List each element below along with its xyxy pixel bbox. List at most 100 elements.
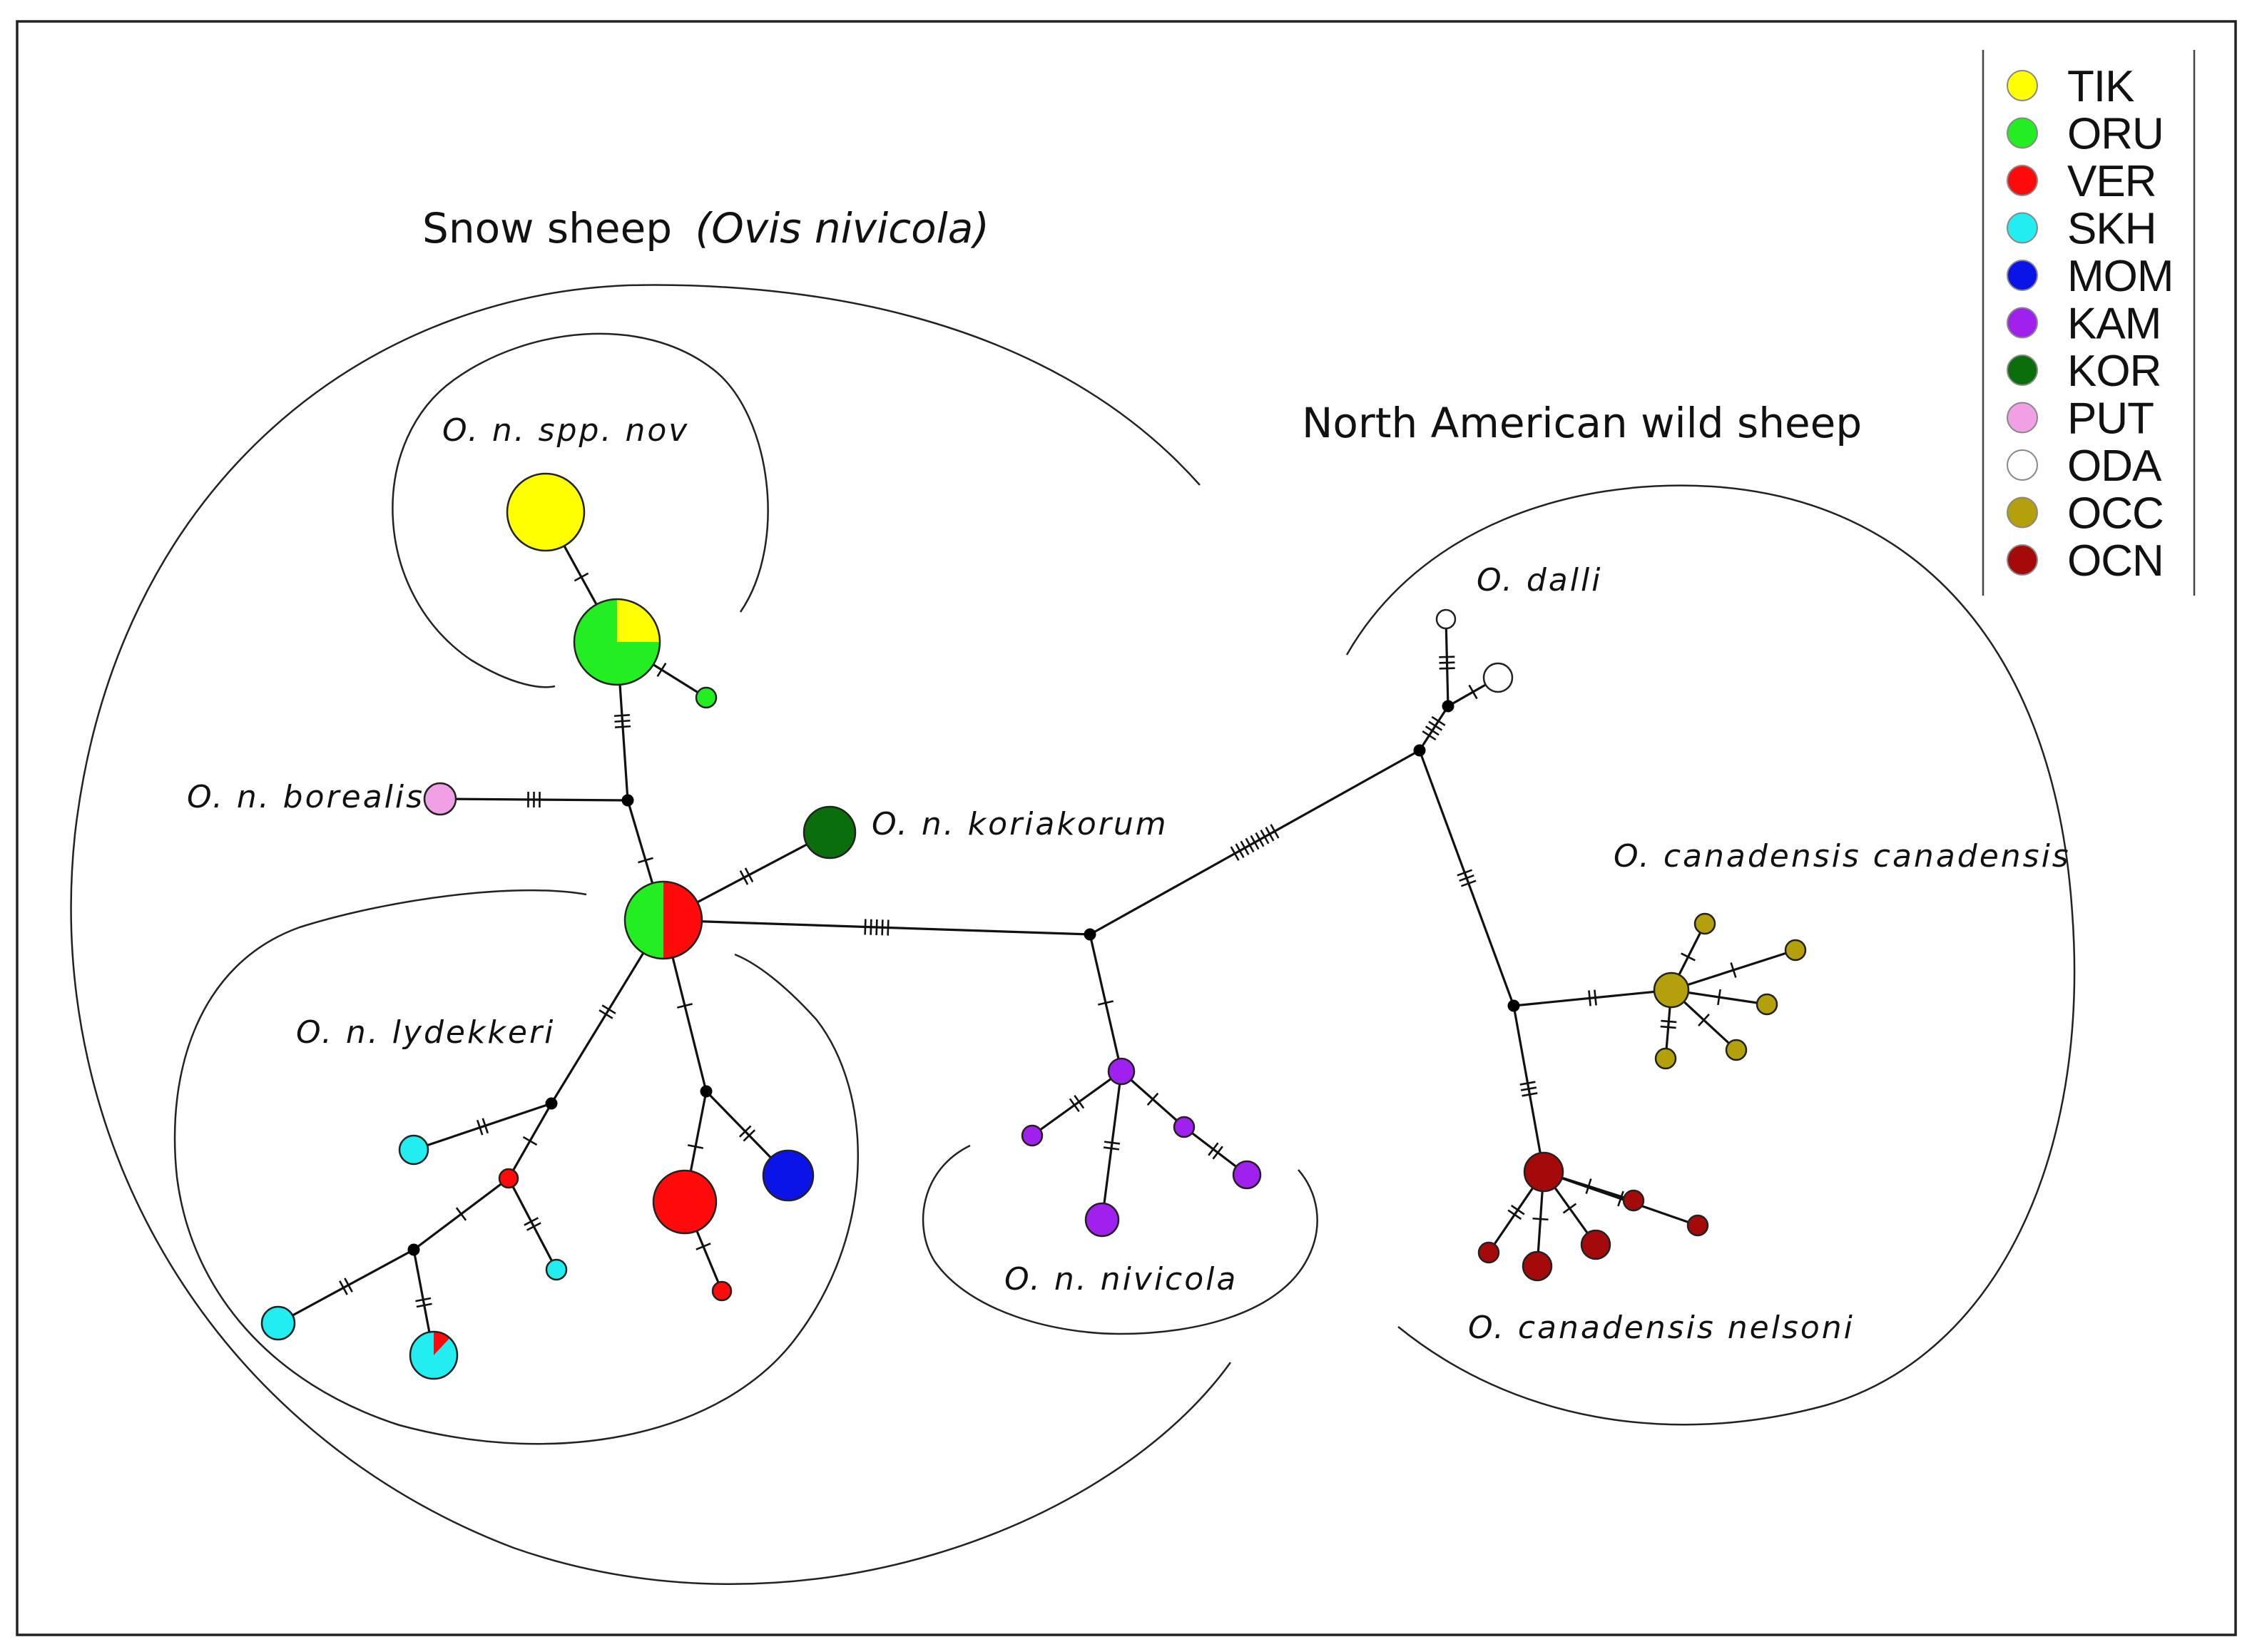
haplotype-node — [1653, 972, 1690, 1009]
legend-label-kor: KOR — [2067, 347, 2161, 396]
nivicola-outline — [922, 1144, 1318, 1335]
median-vector-node — [1507, 999, 1520, 1012]
haplotype-occ — [1784, 939, 1807, 962]
network-nodes — [260, 472, 1807, 1380]
haplotype-node — [1622, 1189, 1645, 1212]
mutation-tick — [455, 1207, 467, 1221]
mutation-tick — [1468, 684, 1478, 700]
mutation-tick — [1069, 1098, 1080, 1113]
haplotype-node — [398, 1134, 429, 1166]
haplotype-oda — [1435, 608, 1457, 630]
label-dalli: O. dalli — [1477, 562, 1602, 598]
figure-frame — [16, 20, 2237, 1636]
mutation-tick — [339, 1280, 348, 1295]
mutation-tick — [638, 857, 653, 864]
network-edge — [1101, 1071, 1123, 1220]
legend-swatch-oda — [2007, 449, 2038, 481]
haplotype-node — [1784, 939, 1807, 962]
group-outlines — [70, 284, 2076, 1586]
haplotype-node — [1725, 1039, 1748, 1061]
mutation-tick — [1212, 1146, 1223, 1160]
mutation-tick — [1431, 715, 1446, 726]
haplotype-ocn — [1622, 1189, 1645, 1212]
mutation-tick — [1146, 1092, 1159, 1106]
pie-slice-skh — [409, 1332, 457, 1380]
haplotype-node — [1482, 662, 1514, 693]
median-vector-node — [1442, 700, 1454, 713]
haplotype-kam — [1107, 1057, 1136, 1086]
haplotype-node — [1654, 1047, 1677, 1070]
mutation-tick — [1460, 879, 1477, 887]
mutation-tick — [744, 867, 754, 882]
mutation-tick — [743, 1129, 756, 1142]
legend-swatch-kor — [2007, 355, 2038, 386]
legend-swatch-kam — [2007, 307, 2038, 339]
snow-sheep-common-name: Snow sheep — [422, 204, 672, 253]
haplotype-node — [623, 880, 703, 960]
network-edge — [413, 1102, 552, 1151]
median-vector-node — [621, 794, 634, 807]
haplotype-node — [409, 1330, 459, 1380]
legend-label-kam: KAM — [2067, 300, 2161, 349]
haplotype-occ — [1725, 1039, 1748, 1061]
network-edge — [1418, 705, 1449, 751]
mutation-tick — [738, 1125, 752, 1138]
haplotype-ver — [652, 1169, 718, 1235]
network-edge — [507, 1178, 558, 1270]
legend-swatch-ocn — [2007, 544, 2038, 576]
haplotype-ocn — [1686, 1214, 1709, 1237]
legend-label-occ: OCC — [2067, 489, 2164, 539]
mutation-tick — [1459, 874, 1474, 882]
haplotype-node — [1686, 1214, 1709, 1237]
mutation-tick — [1660, 1025, 1676, 1029]
legend-swatch-ver — [2007, 165, 2038, 196]
mutation-tick — [344, 1278, 353, 1292]
mutation-tick — [522, 1136, 538, 1146]
haplotype-oda — [1482, 662, 1514, 693]
mutation-tick — [656, 662, 667, 678]
mutation-tick — [1617, 1190, 1624, 1207]
pie-slice-ver — [663, 882, 702, 959]
legend-swatch-put — [2007, 402, 2038, 434]
haplotype-node — [260, 1305, 296, 1341]
haplotype-put — [423, 782, 457, 816]
mutation-tick — [1698, 1014, 1710, 1026]
haplotype-node — [1435, 608, 1457, 630]
legend-swatch-occ — [2007, 496, 2038, 529]
haplotype-occ — [1756, 993, 1778, 1016]
mutation-tick — [1681, 952, 1696, 962]
haplotype-node — [1173, 1116, 1196, 1138]
mutation-tick — [1425, 725, 1440, 736]
mutation-tick — [524, 1217, 539, 1226]
haplotype-node — [1084, 1202, 1120, 1238]
mutation-tick — [1439, 667, 1455, 670]
legend-label-oru: ORU — [2067, 110, 2164, 159]
network-edge — [1513, 989, 1672, 1007]
haplotype-node — [506, 472, 586, 552]
haplotype-ocn — [1523, 1151, 1564, 1193]
haplotype-node — [573, 598, 661, 686]
haplotype-node — [1580, 1229, 1611, 1260]
legend-label-tik: TIK — [2067, 62, 2134, 111]
network-edge — [277, 1248, 414, 1325]
haplotype-kam — [1173, 1116, 1196, 1138]
haplotype-ocn — [1522, 1250, 1553, 1282]
mutation-tick — [864, 919, 867, 935]
haplotype-node — [545, 1258, 568, 1281]
node-outline — [573, 598, 661, 686]
mutation-tick — [1594, 989, 1597, 1006]
legend-swatch-oru — [2007, 117, 2038, 149]
mutation-tick — [687, 1144, 704, 1149]
mutation-tick — [1230, 846, 1240, 861]
snow-sheep-title: Snow sheep (Ovis nivicola) — [422, 204, 989, 253]
legend-swatch-skh — [2007, 212, 2038, 244]
mutation-ticks — [339, 572, 1737, 1308]
haplotype-node — [762, 1149, 815, 1202]
haplotype-node — [423, 782, 457, 816]
network-edge — [1031, 1070, 1122, 1137]
mutation-tick — [1103, 1146, 1120, 1151]
haplotype-node — [1107, 1057, 1136, 1086]
haplotype-node — [1477, 1241, 1500, 1264]
haplotype-skh — [260, 1305, 296, 1341]
mutation-tick — [598, 1009, 613, 1019]
